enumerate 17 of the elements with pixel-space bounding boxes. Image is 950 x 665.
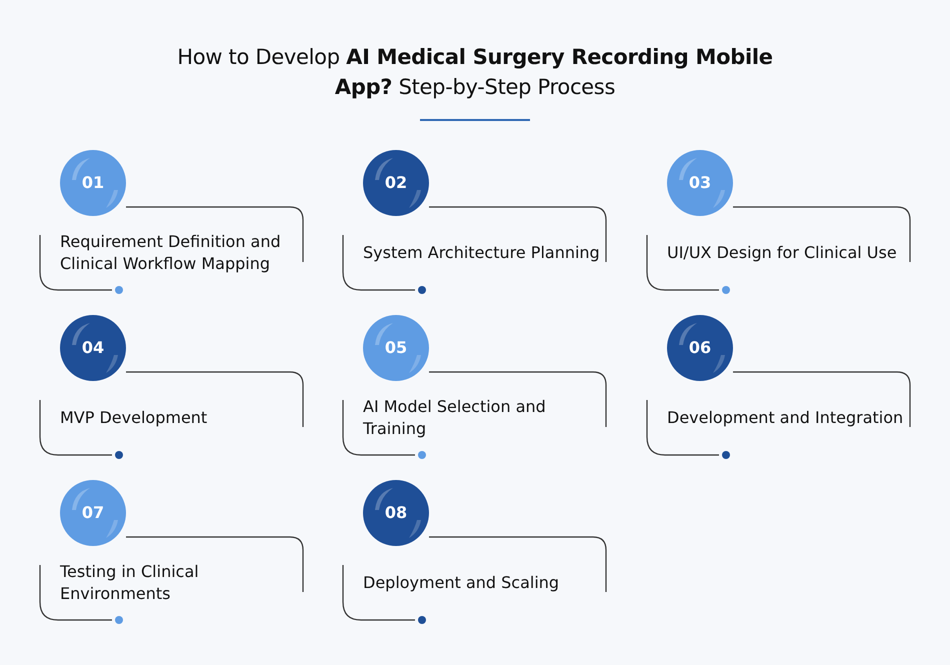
step-number: 06 [688,337,712,359]
step-number: 05 [384,337,408,359]
step-number: 08 [384,502,408,524]
step-title: Deployment and Scaling [363,572,560,594]
step-title: System Architecture Planning [363,242,600,264]
step-title: AI Model Selection and Training [363,396,547,440]
step-title: Requirement Definition and Clinical Workflow Mapping [60,231,282,275]
diagram-title: How to Develop AI Medical Surgery Recording Mobile App? Step-by-Step Process [176,44,774,101]
step-number: 07 [80,502,106,524]
step-number: 02 [384,172,408,194]
step-number: 01 [80,172,106,194]
step-title: Development and Integration [667,407,904,429]
step-title: UI/UX Design for Clinical Use [667,242,897,264]
step-number: 04 [80,337,106,359]
step-title: MVP Development [60,407,208,429]
step-number: 03 [688,172,712,194]
step-title: Testing in Clinical Environments [60,561,200,605]
